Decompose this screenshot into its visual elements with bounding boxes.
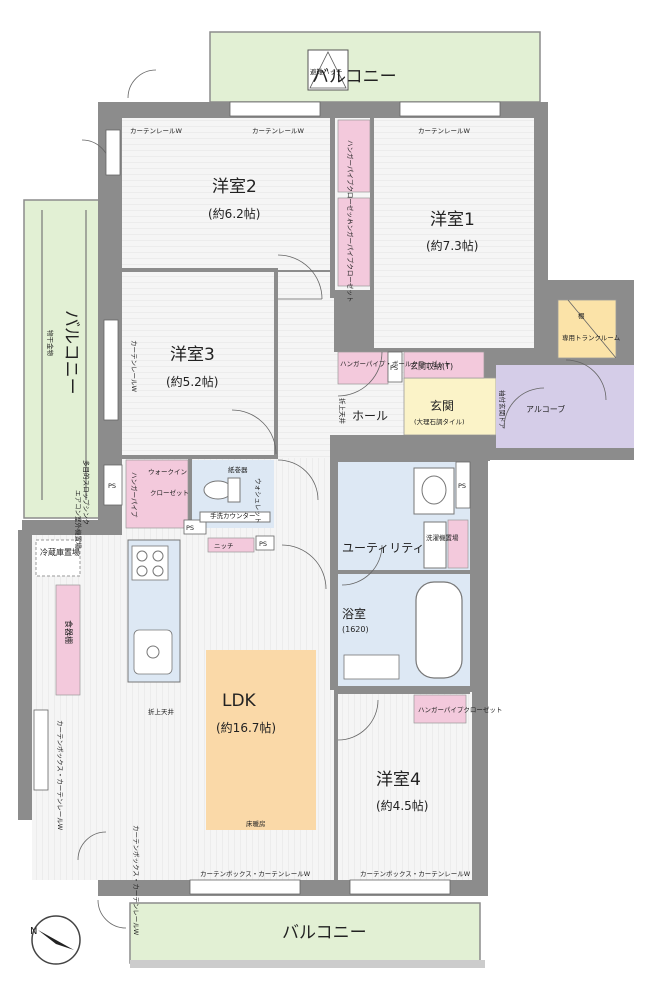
- utility-sink: [413, 467, 455, 515]
- curtain-box-label-3: カーテンボックス・カーテンレールW: [56, 720, 64, 831]
- curtain-rail-1: カーテンレールW: [130, 127, 183, 135]
- closet-label-4: クローゼット: [150, 488, 189, 497]
- room-western2-floor: [122, 118, 334, 270]
- shoe-storage-label: 玄関収納(T): [410, 361, 453, 371]
- ps-label-4: PS: [186, 524, 194, 532]
- closet-label-1: ハンガーパイプクローゼット: [346, 140, 355, 224]
- closet-label-2: ハンガーパイプクローゼット: [346, 218, 355, 302]
- closet-label-5: ハンガーパイプクローゼット: [418, 705, 502, 714]
- balcony-left: [23, 199, 109, 519]
- washbasin-label: 手洗カウンター: [210, 511, 256, 520]
- raised-ceiling-label: 折上天井: [148, 707, 175, 716]
- room-western3-size: (約5.2帖): [166, 374, 218, 389]
- aircon-place-label: エアコン室外機置場: [74, 490, 83, 549]
- fridge-area: [35, 539, 81, 577]
- shelf-label: 棚: [578, 311, 585, 320]
- room-western2-size: (約6.2帖): [208, 206, 260, 221]
- entrance-sub: (大理石調タイル): [414, 417, 465, 426]
- fridge-label: 冷蔵庫置場: [40, 547, 80, 557]
- balcony-bottom-label: バルコニー: [282, 923, 367, 943]
- curtain-rail-4: カーテンレールW: [130, 340, 138, 393]
- room-ldk-size: (約16.7帖): [216, 720, 276, 735]
- multi-sink-label: 多目的スロップシンク: [82, 460, 91, 525]
- escape-hatch: [307, 49, 349, 91]
- room-western1-size: (約7.3帖): [426, 238, 478, 253]
- floor-heating-zone: [206, 650, 316, 830]
- ps-label-2: PS: [108, 482, 116, 490]
- balcony-top: [209, 31, 541, 103]
- room-western1-name: 洋室1: [430, 210, 475, 230]
- raised-ceiling-hall-label: 折上天井: [338, 398, 347, 425]
- compass-icon: N: [30, 915, 81, 965]
- balcony-left-label: バルコニー: [61, 310, 81, 395]
- door-guard-label: 袖付玄関ドア: [498, 390, 507, 430]
- trunk-room: [557, 299, 617, 359]
- bath-size: (1620): [342, 625, 369, 634]
- cupboard-label: 食器棚: [64, 620, 74, 644]
- room-ldk-name: LDK: [222, 691, 257, 711]
- balcony-bottom: [129, 902, 481, 964]
- room-western3-floor: [122, 272, 274, 457]
- walk-in-label: ウォークイン: [148, 468, 187, 476]
- washer-label: 洗濯機置場: [426, 533, 459, 542]
- curtain-rail-2: カーテンレールW: [252, 127, 305, 135]
- floor-heating-label: 床暖房: [246, 819, 266, 828]
- bath-name: 浴室: [342, 606, 366, 621]
- curtain-box-label-4: カーテンボックス・カーテンレールW: [132, 825, 140, 936]
- closet-label-3: ハンガーパイプ・ボールクローゼット: [340, 359, 450, 368]
- closets: [55, 119, 485, 724]
- balcony-top-label: バルコニー: [312, 67, 397, 87]
- curtain-box-label-1: カーテンボックス・カーテンレールW: [200, 870, 311, 878]
- bathtub: [415, 581, 463, 679]
- niche-label: ニッチ: [214, 542, 234, 550]
- ps-label-1: PS: [390, 364, 398, 372]
- hall-label: ホール: [352, 409, 388, 423]
- paper-holder-label: 紙巻器: [228, 465, 248, 474]
- escape-hatch-label: 避難ハッチ: [310, 67, 343, 76]
- room-western4-size: (約4.5帖): [376, 798, 428, 813]
- curtain-rail-3: カーテンレールW: [418, 127, 471, 135]
- room-western1-floor: [374, 118, 534, 348]
- ps-label-3: PS: [458, 482, 466, 490]
- room-western2-name: 洋室2: [212, 177, 257, 197]
- trunk-room-label: 専用トランクルーム: [562, 333, 621, 342]
- alcove-floor: [496, 365, 634, 448]
- utility-label: ユーティリティ: [342, 541, 425, 555]
- entrance-name: 玄関: [430, 398, 454, 413]
- room-western4-name: 洋室4: [376, 770, 421, 790]
- ps-label-5: PS: [259, 540, 267, 548]
- toilet-label: ウォシュレット: [254, 478, 262, 523]
- laundry-label: 物干金物: [46, 330, 55, 357]
- svg-text:N: N: [30, 926, 37, 937]
- curtain-box-label-2: カーテンボックス・カーテンレールW: [360, 870, 471, 878]
- alcove-label: アルコーブ: [526, 404, 565, 414]
- hanger-pipe-label: ハンガーパイプ: [130, 472, 139, 518]
- room-western3-name: 洋室3: [170, 345, 215, 365]
